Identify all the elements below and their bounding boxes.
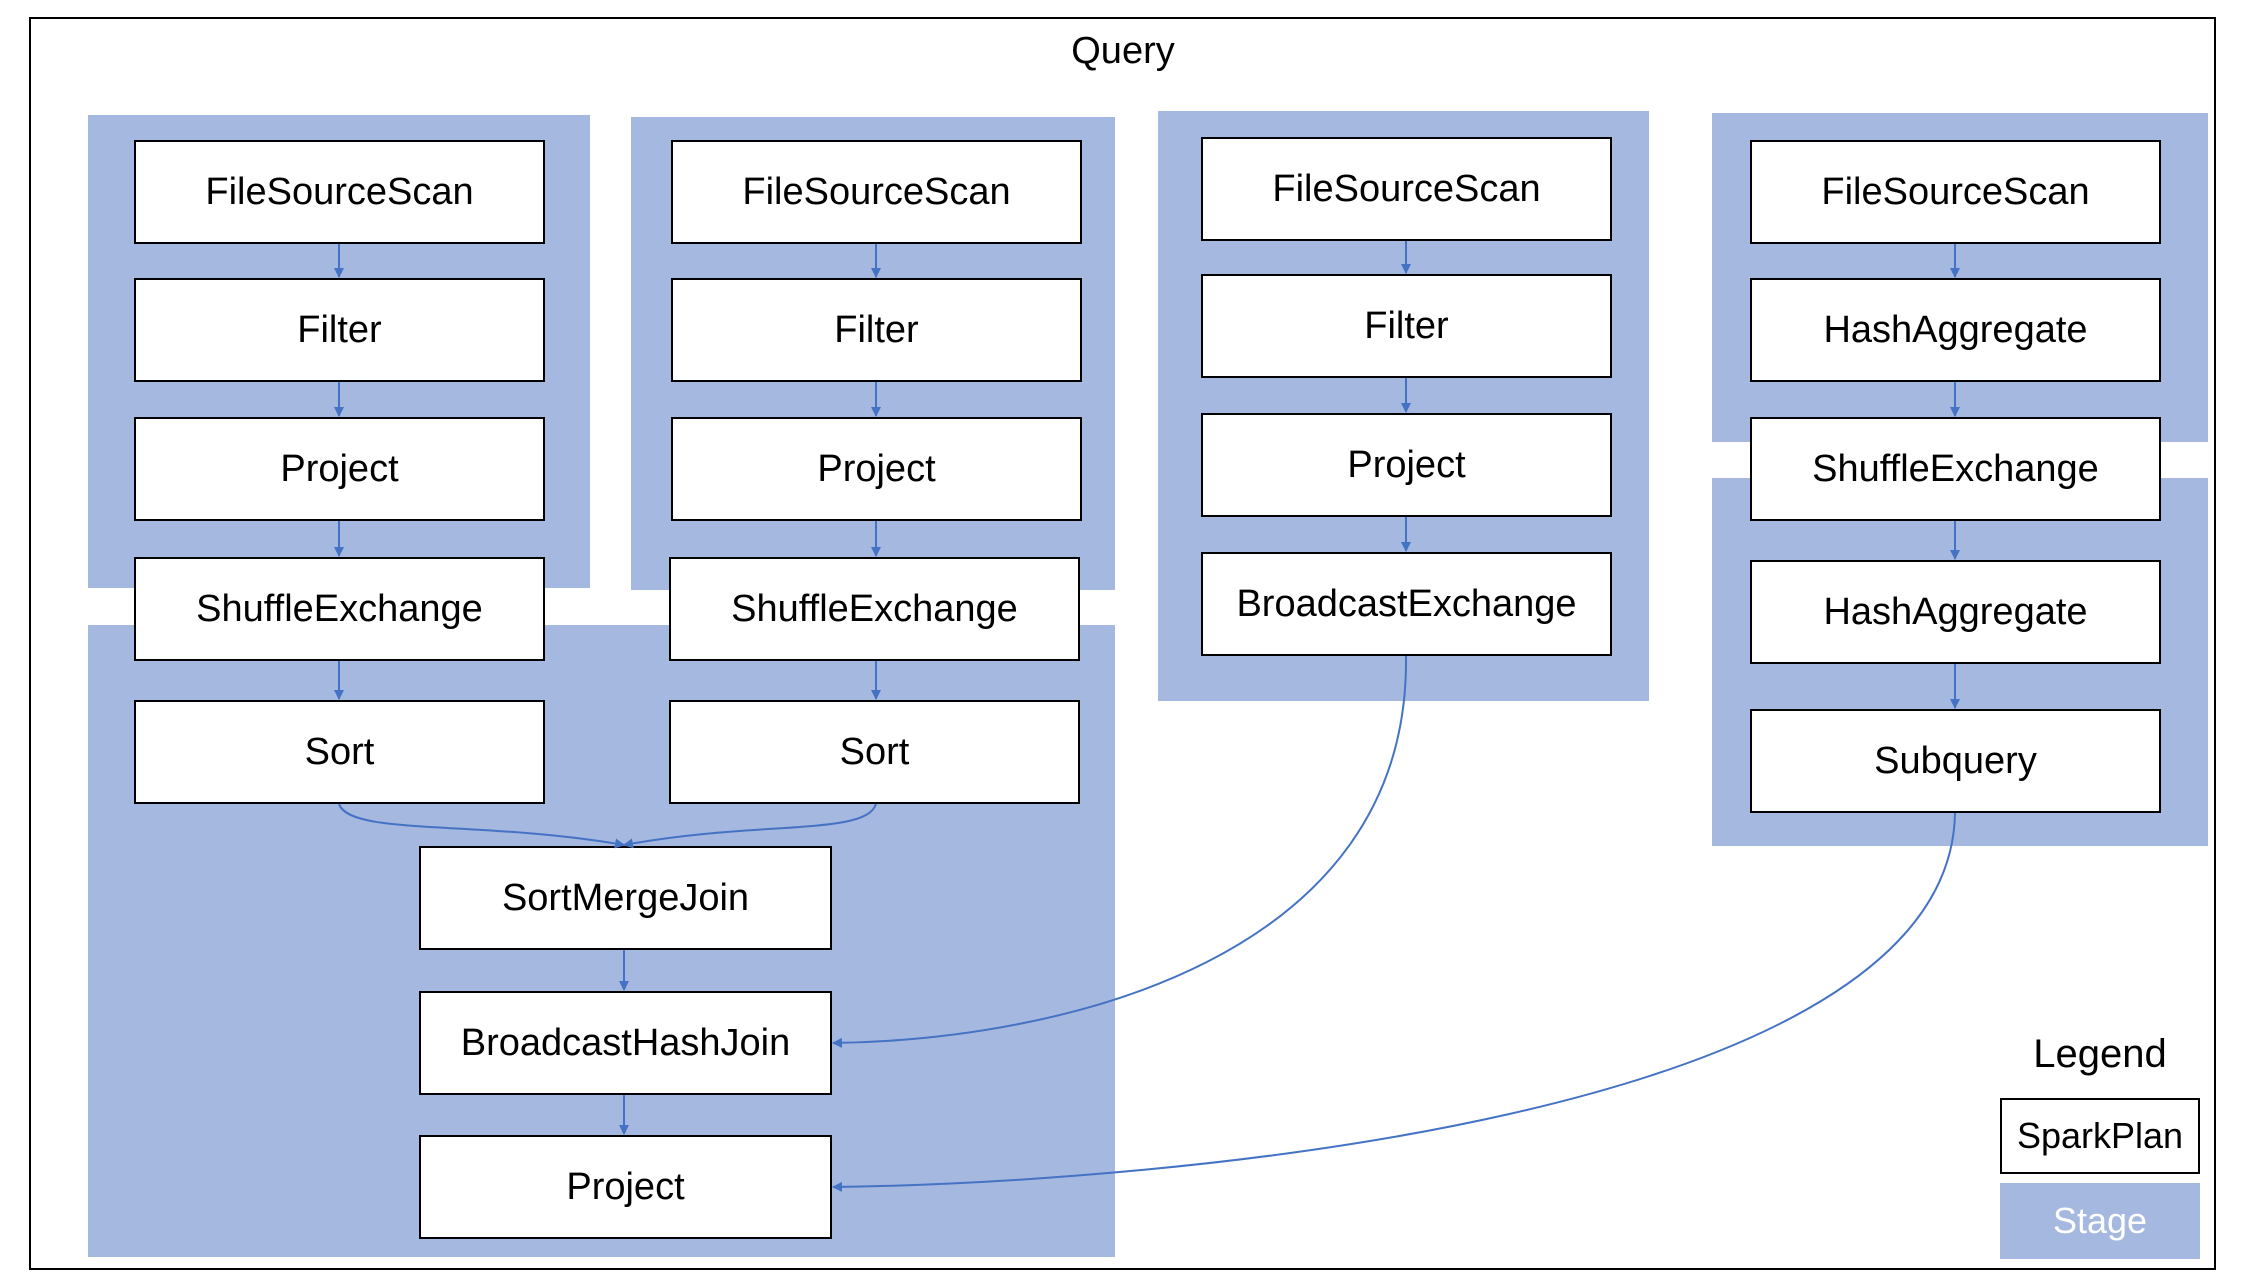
node-shuffleexchange-2: ShuffleExchange: [669, 557, 1080, 661]
legend-stage: Stage: [2000, 1183, 2200, 1259]
node-project-2: Project: [671, 417, 1082, 521]
node-project-final: Project: [419, 1135, 832, 1239]
node-filesourcescan-2: FileSourceScan: [671, 140, 1082, 244]
node-subquery: Subquery: [1750, 709, 2161, 813]
node-shuffleexchange-3: ShuffleExchange: [1750, 417, 2161, 521]
diagram-title: Query: [1071, 30, 1175, 72]
node-hashaggregate-2: HashAggregate: [1750, 560, 2161, 664]
node-shuffleexchange-1: ShuffleExchange: [134, 557, 545, 661]
node-sort-2: Sort: [669, 700, 1080, 804]
node-hashaggregate-1: HashAggregate: [1750, 278, 2161, 382]
node-filesourcescan-4: FileSourceScan: [1750, 140, 2161, 244]
node-project-1: Project: [134, 417, 545, 521]
legend-sparkplan: SparkPlan: [2000, 1098, 2200, 1174]
legend-title: Legend: [2033, 1032, 2167, 1076]
node-broadcastexchange: BroadcastExchange: [1201, 552, 1612, 656]
node-filter-1: Filter: [134, 278, 545, 382]
node-project-3: Project: [1201, 413, 1612, 517]
node-filter-2: Filter: [671, 278, 1082, 382]
node-sort-1: Sort: [134, 700, 545, 804]
node-filter-3: Filter: [1201, 274, 1612, 378]
node-filesourcescan-3: FileSourceScan: [1201, 137, 1612, 241]
node-filesourcescan-1: FileSourceScan: [134, 140, 545, 244]
node-sortmergejoin: SortMergeJoin: [419, 846, 832, 950]
node-broadcasthashjoin: BroadcastHashJoin: [419, 991, 832, 1095]
